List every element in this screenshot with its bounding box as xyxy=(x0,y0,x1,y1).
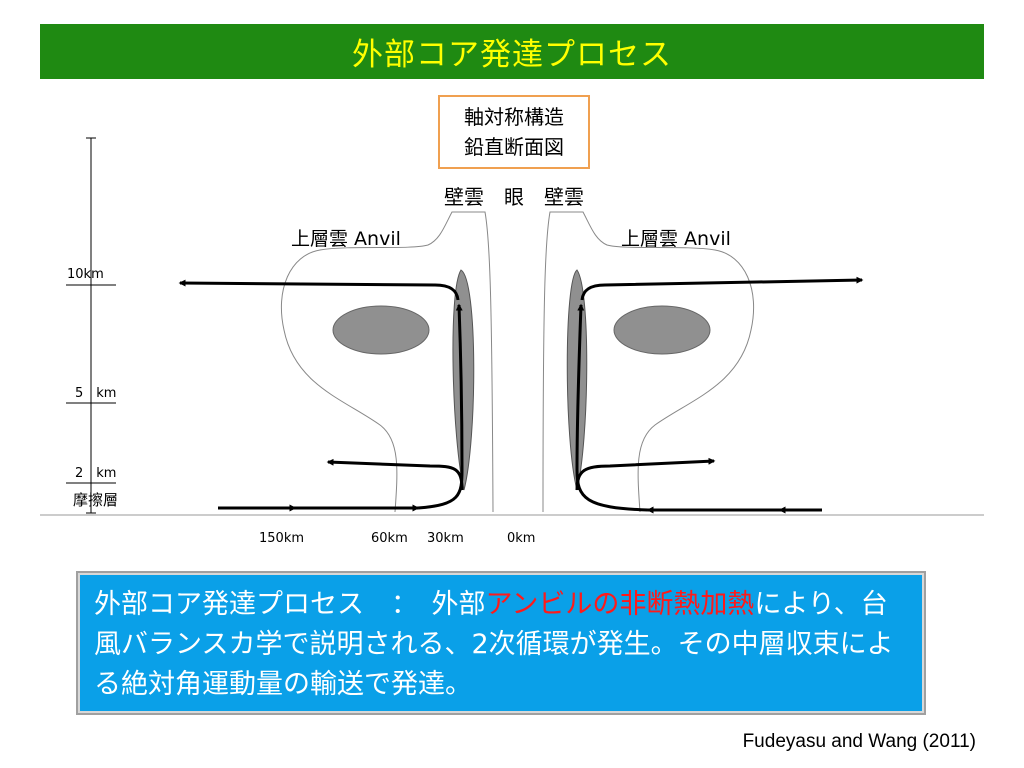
summary-text-1: 外部コア発達プロセス ： 外部 xyxy=(94,589,486,620)
caption-line-2: 鉛直断面図 xyxy=(464,135,564,159)
radius-label-30km: 30km xyxy=(427,531,464,546)
right-cloud-outline xyxy=(542,211,755,513)
page-title: 外部コア発達プロセス xyxy=(352,37,672,73)
right-anvil-core xyxy=(613,305,711,355)
left-cloud-outline xyxy=(280,211,494,513)
citation: Fudeyasu and Wang (2011) xyxy=(742,731,976,752)
radius-label-0km: 0km xyxy=(507,531,535,546)
height-label-2km: 2 km xyxy=(75,466,116,481)
left-outflow-arrow xyxy=(178,279,460,301)
diagram-caption-box: 軸対称構造 鉛直断面図 xyxy=(438,95,590,169)
radius-label-60km: 60km xyxy=(371,531,408,546)
anvil-label-left: 上層雲 Anvil xyxy=(291,228,401,250)
left-midlevel-arrow xyxy=(326,458,464,491)
left-eyewall xyxy=(452,269,475,491)
right-outflow-arrow xyxy=(580,276,864,301)
summary-box: 外部コア発達プロセス ： 外部アンビルの非断熱加熱により、台風バランスカ学で説明… xyxy=(80,575,922,711)
summary-text-2: により、台風バランスカ学で説明される、2次循環が発生。その中層収束による絶対角運… xyxy=(94,589,894,700)
anvil-label-right: 上層雲 Anvil xyxy=(621,228,731,250)
right-midlevel-arrow xyxy=(575,457,716,491)
left-anvil-core xyxy=(332,305,430,355)
radius-label-150km: 150km xyxy=(259,531,304,546)
caption-line-1: 軸対称構造 xyxy=(464,105,564,129)
height-label-5km: 5 km xyxy=(75,386,116,401)
friction-layer-label: 摩擦層 xyxy=(73,491,118,509)
left-updraft-arrow xyxy=(417,303,464,510)
height-label-10km: 10km xyxy=(67,267,104,282)
title-bar: 外部コア発達プロセス xyxy=(40,24,984,79)
eyewall-eye-label: 壁雲 眼 壁雲 xyxy=(444,185,584,209)
right-updraft-arrow xyxy=(575,303,649,512)
summary-highlight: アンビルの非断熱加熱 xyxy=(485,589,755,620)
